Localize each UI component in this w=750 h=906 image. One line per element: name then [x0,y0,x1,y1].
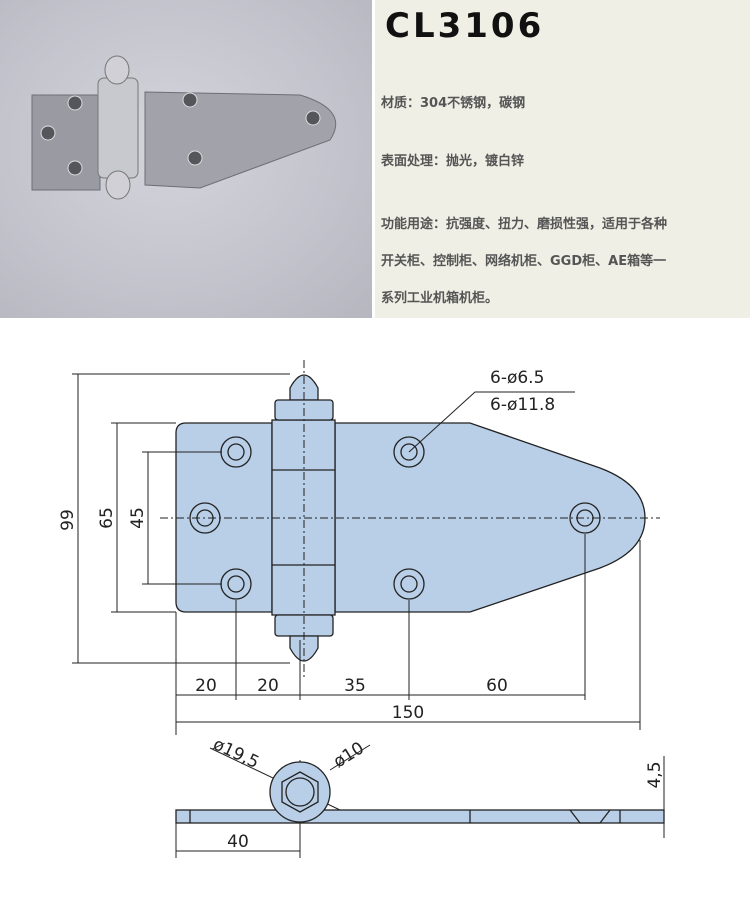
technical-drawing: 6-ø6.5 6-ø11.8 99 65 45 20 20 35 60 150 … [58,360,665,858]
dim-h2: 20 [257,676,279,696]
product-photo [0,0,372,318]
dim-total-length: 150 [392,703,424,723]
side-plate [175,809,665,824]
usage-line-1: 功能用途：抗强度、扭力、磨损性强，适用于各种 [381,217,668,232]
dim-pin-diameter: ø10 [330,738,368,772]
hole-note-2: 6-ø11.8 [490,395,555,415]
dim-h3: 35 [344,676,366,696]
hole-note-1: 6-ø6.5 [490,368,544,388]
dim-total-height: 99 [58,509,78,531]
dim-side-offset: 40 [227,832,249,852]
usage-line-2: 开关柜、控制柜、网络机柜、GGD柜、AE箱等一 [381,254,667,269]
hinge-photo-illustration [31,55,337,200]
dim-h1: 20 [195,676,217,696]
product-model-title: CL3106 [385,6,545,46]
surface-spec: 表面处理：抛光，镀白锌 [381,154,525,169]
material-spec: 材质：304不锈钢，碳钢 [381,96,526,111]
usage-line-3: 系列工业机箱机柜。 [381,291,499,306]
dim-thickness: 4,5 [645,761,665,788]
dim-hole-spacing: 45 [128,507,148,529]
spec-panel: CL3106 材质：304不锈钢，碳钢 表面处理：抛光，镀白锌 功能用途：抗强度… [375,0,750,318]
dim-plate-height: 65 [97,507,117,529]
dim-h4: 60 [486,676,508,696]
dim-knuckle-diameter: ø19,5 [210,734,262,773]
